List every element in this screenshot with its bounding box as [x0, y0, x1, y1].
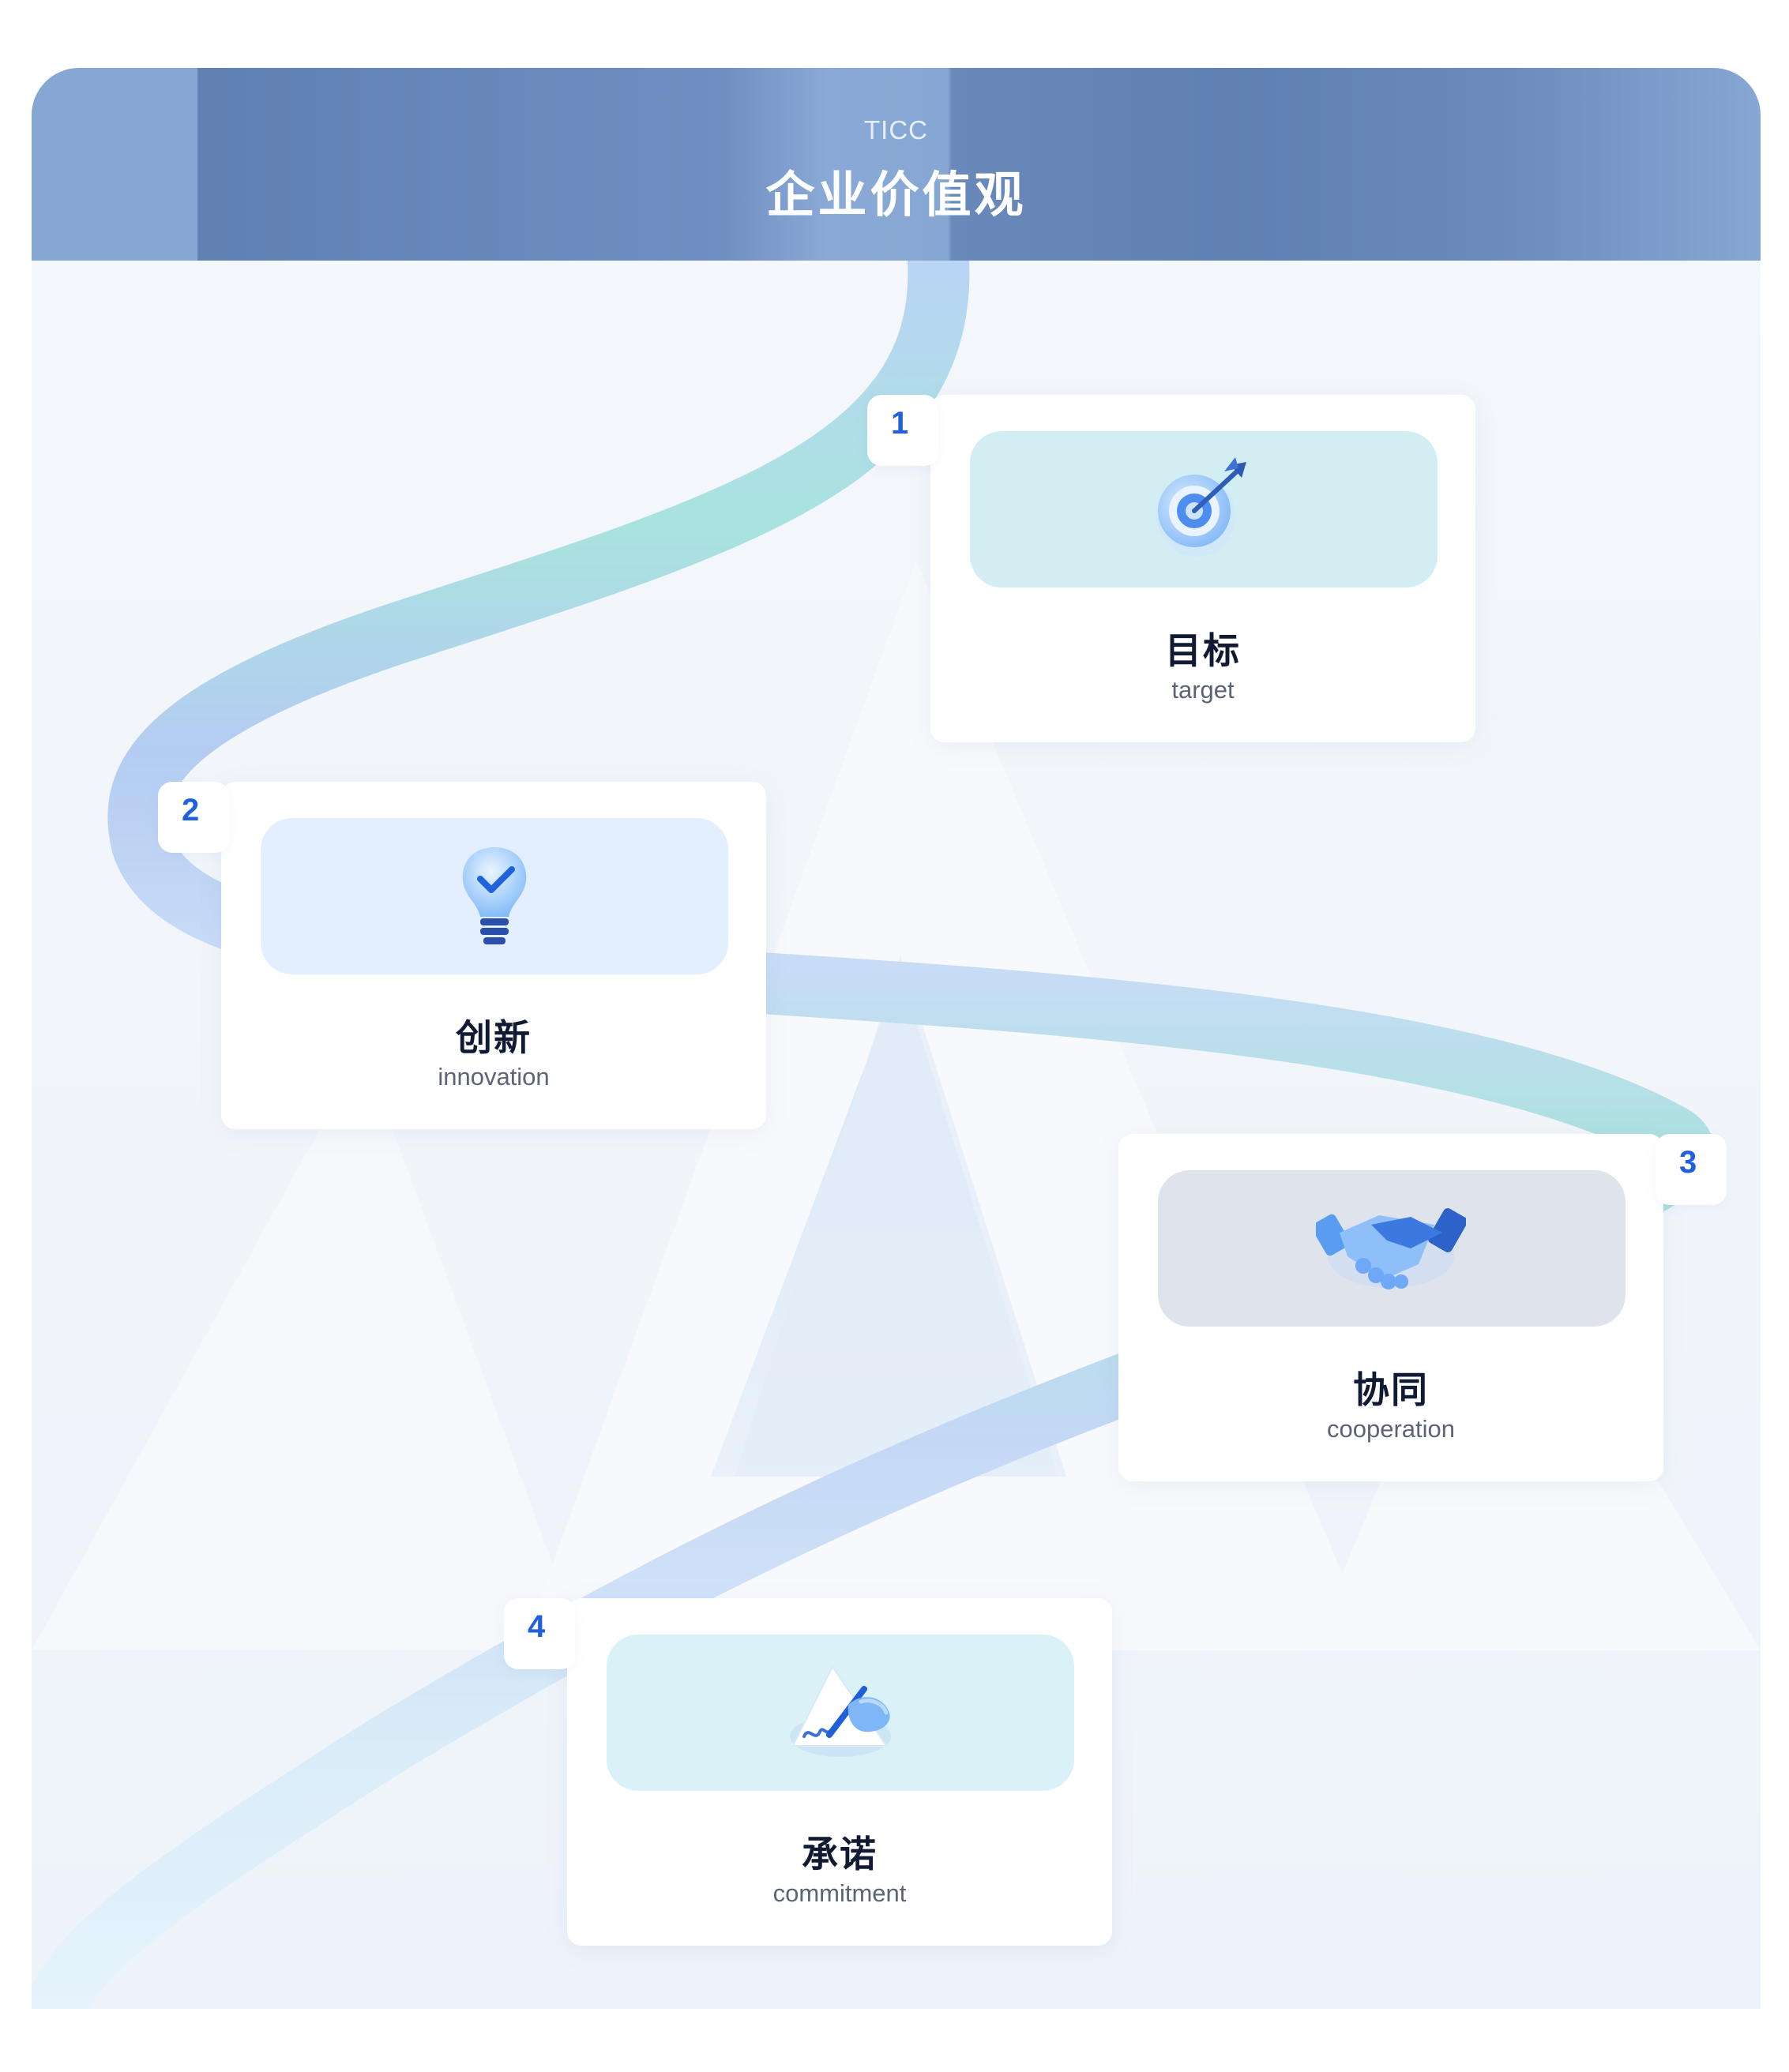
header-subtitle: TICC	[864, 115, 928, 145]
target-dart-icon	[1156, 457, 1246, 557]
step-number-badge: 3	[1656, 1134, 1727, 1205]
value-title-cn: 创新	[456, 1017, 532, 1058]
value-title-cn: 承诺	[802, 1834, 878, 1875]
value-card-commitment: 4 承诺 commitment	[504, 1598, 1112, 1946]
values-panel: TICC 企业价值观 1	[32, 68, 1761, 2009]
value-title-en: target	[1171, 676, 1235, 704]
value-card-target: 1 目标 target	[867, 395, 1475, 742]
value-card-innovation: 2 创新 innovation	[158, 782, 766, 1129]
value-title-en: innovation	[438, 1063, 550, 1090]
lightbulb-check-icon	[462, 847, 527, 944]
step-number-badge: 1	[867, 395, 938, 466]
icon-container	[1158, 1170, 1626, 1327]
icon-container	[261, 818, 728, 974]
header-banner: TICC 企业价值观	[32, 68, 1761, 261]
step-number-badge: 2	[158, 782, 229, 853]
icon-container	[607, 1635, 1074, 1791]
value-card-cooperation: 3 协同 cooperation	[1118, 1134, 1727, 1481]
page-title: 企业价值观	[765, 168, 1027, 223]
signature-pen-icon	[790, 1665, 891, 1757]
value-title-en: commitment	[772, 1879, 907, 1907]
value-title-en: cooperation	[1326, 1415, 1455, 1443]
value-title-cn: 目标	[1165, 630, 1241, 671]
step-number-badge: 4	[504, 1598, 575, 1669]
handshake-icon	[1316, 1208, 1466, 1289]
value-title-cn: 协同	[1353, 1369, 1429, 1410]
icon-container	[970, 431, 1438, 587]
